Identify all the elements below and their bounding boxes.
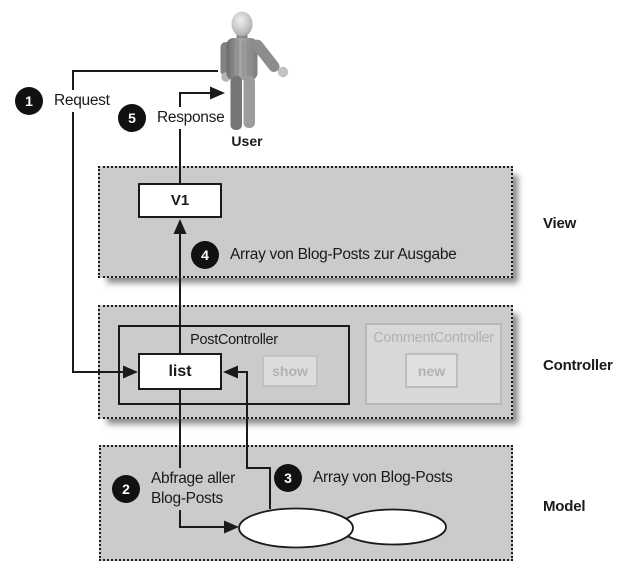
post-controller-title: PostController: [190, 332, 278, 348]
step-2-query: 2 Abfrage aller Blog-Posts: [112, 468, 238, 510]
step-5-badge: 5: [118, 104, 146, 132]
view-v1-label: V1: [170, 192, 190, 209]
step-1-label: Request: [51, 90, 113, 112]
step-1-request: 1 Request: [15, 87, 113, 115]
step-3-badge: 3: [274, 464, 302, 492]
step-4-array-output: 4 Array von Blog-Posts zur Ausgabe: [191, 241, 460, 269]
step-1-badge: 1: [15, 87, 43, 115]
action-show-box: show: [262, 355, 318, 387]
controller-layer-label: Controller: [543, 357, 613, 374]
step-4-label: Array von Blog-Posts zur Ausgabe: [227, 244, 460, 266]
step-3-label: Array von Blog-Posts: [310, 467, 456, 489]
step-4-badge: 4: [191, 241, 219, 269]
step-5-label: Response: [154, 107, 228, 129]
action-show-label: show: [272, 363, 308, 379]
step-2-badge: 2: [112, 475, 140, 503]
user-label: User: [231, 133, 263, 149]
comment-controller-title: CommentController: [373, 330, 494, 346]
step-5-response: 5 Response: [118, 104, 228, 132]
view-v1-box: V1: [138, 183, 222, 218]
user-icon: [220, 11, 289, 130]
action-new-label: new: [417, 362, 446, 379]
action-list-label: list: [168, 362, 192, 380]
step-3-array: 3 Array von Blog-Posts: [274, 464, 456, 492]
model-layer-label: Model: [543, 498, 586, 515]
action-list-box: list: [138, 353, 222, 390]
action-new-box: new: [405, 353, 458, 388]
step-2-label: Abfrage aller Blog-Posts: [148, 468, 238, 510]
view-layer-label: View: [543, 215, 577, 232]
